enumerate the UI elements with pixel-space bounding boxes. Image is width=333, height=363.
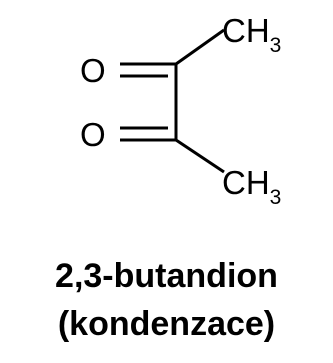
oxygen-atom-bottom: O [80,116,106,153]
structural-formula: O O CH3 CH3 [80,12,281,209]
methyl-group-top: CH3 [222,12,281,57]
methyl-group-bottom: CH3 [222,164,281,209]
methyl-bond-bottom [175,138,225,174]
methyl-bottom-subscript: 3 [270,186,282,209]
methyl-bottom-main: CH [222,164,270,201]
oxygen-atom-top: O [80,52,106,89]
compound-note: (kondenzace) [57,305,276,343]
methyl-top-main: CH [222,12,270,49]
compound-name: 2,3-butandion [55,257,278,295]
methyl-bond-top [175,28,225,66]
methyl-top-subscript: 3 [270,34,282,57]
